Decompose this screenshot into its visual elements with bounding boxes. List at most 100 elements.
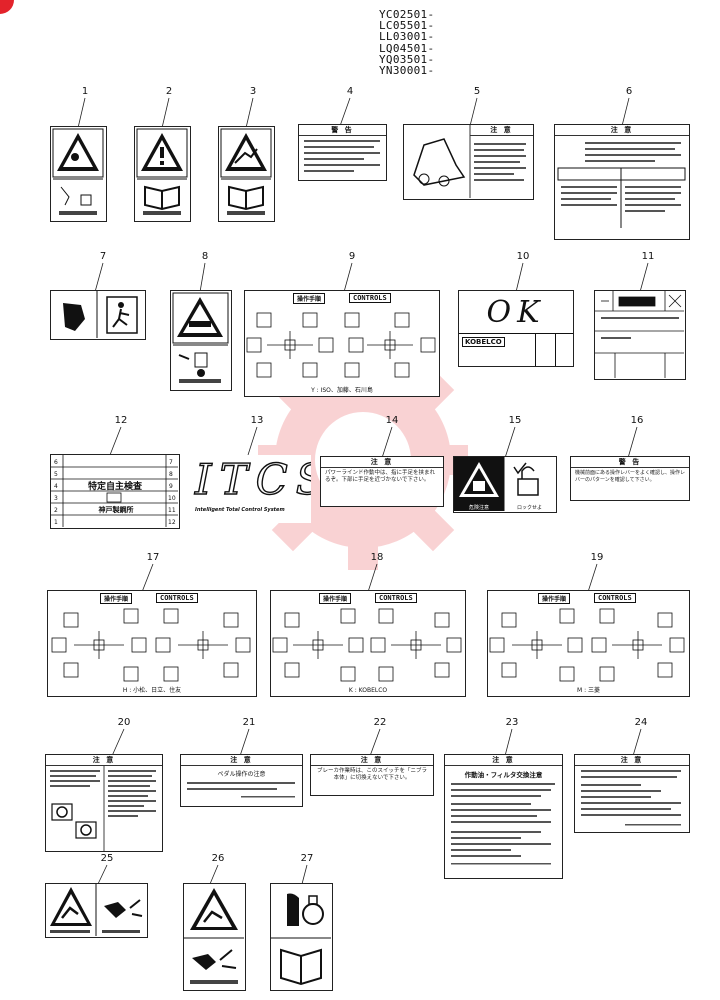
decal-20-caution: 注 意 bbox=[45, 754, 163, 852]
controls-header-en: CONTROLS bbox=[156, 593, 198, 603]
callout-number: 16 bbox=[630, 415, 644, 426]
decal-17-controls: 操作手順 CONTROLS H : 小松、日立、住友 bbox=[47, 590, 257, 697]
ok-mark: OK bbox=[486, 295, 546, 330]
decal-14-caution: 注 意 パワーラインド作動中は、指に手足を挟まれるぞ。下部に手足を近づかないで下… bbox=[320, 456, 444, 507]
decal-body: ブレーカ作業時は、このスイッチを「ニブラ本体」に切換えないで下さい。 bbox=[316, 768, 427, 781]
inspection-footer: 神戸製鋼所 bbox=[98, 506, 134, 514]
svg-text:3: 3 bbox=[54, 495, 58, 502]
lock-caption-right: ロックせよ bbox=[516, 505, 542, 511]
decal-9-controls: 操作手順 CONTROLS Y : ISO、加藤、石川島 bbox=[244, 290, 440, 397]
callout-number: 12 bbox=[114, 415, 128, 426]
callout-number: 20 bbox=[117, 717, 131, 728]
decal-body: 機械前面にある操作レバーをよく確認し、操作レバーのパターンを確認して下さい。 bbox=[575, 470, 686, 483]
decal-22-caution: 注 意 ブレーカ作業時は、このスイッチを「ニブラ本体」に切換えないで下さい。 bbox=[310, 754, 434, 796]
decal-8-warning bbox=[170, 290, 232, 391]
decal-25-warning bbox=[45, 883, 148, 938]
decal-21-caution: 注 意 ペダル操作の注意 bbox=[180, 754, 303, 807]
tag-form-graphic bbox=[595, 291, 684, 378]
decal-19-controls: 操作手順 CONTROLS M : 三菱 bbox=[487, 590, 690, 697]
callout-number: 24 bbox=[634, 717, 648, 728]
decal-16-warning: 警 告 機械前面にある操作レバーをよく確認し、操作レバーのパターンを確認して下さ… bbox=[570, 456, 690, 501]
controls-header-jp: 操作手順 bbox=[100, 593, 133, 604]
callout-number: 18 bbox=[370, 552, 384, 563]
decal-5-caution: 注 意 bbox=[403, 124, 534, 200]
svg-text:10: 10 bbox=[168, 495, 176, 502]
emergency-exit-icon bbox=[63, 291, 138, 338]
svg-text:4: 4 bbox=[54, 483, 58, 490]
text-lines bbox=[451, 783, 555, 865]
serial-number: YC02501- bbox=[379, 8, 435, 21]
hazard-crush-icon bbox=[52, 128, 104, 215]
text-lines bbox=[187, 782, 295, 798]
decal-7-exit bbox=[50, 290, 146, 340]
decal-body: 作動油・フィルタ交換注意 bbox=[464, 771, 543, 779]
decal-27-manual bbox=[270, 883, 333, 991]
serial-number: YN30001- bbox=[379, 64, 435, 78]
decal-10-ok: OK KOBELCO bbox=[458, 290, 574, 367]
callout-number: 2 bbox=[165, 86, 173, 97]
callout-number: 4 bbox=[346, 86, 354, 97]
controls-header-en: CONTROLS bbox=[594, 593, 636, 603]
controls-header-jp: 操作手順 bbox=[538, 593, 571, 604]
hazard-fall-icon bbox=[172, 292, 229, 383]
svg-text:12: 12 bbox=[168, 519, 176, 526]
decal-header: 警 告 bbox=[571, 457, 689, 468]
svg-text:5: 5 bbox=[54, 471, 58, 478]
decal-18-controls: 操作手順 CONTROLS K : KOBELCO bbox=[270, 590, 466, 697]
svg-text:1: 1 bbox=[54, 519, 58, 526]
decal-body: パワーラインド作動中は、指に手足を挟まれるぞ。下部に手足を近づかないで下さい。 bbox=[325, 470, 436, 483]
decal-11-tag bbox=[594, 290, 686, 380]
controls-header-jp: 操作手順 bbox=[319, 593, 352, 604]
kobelco-brand: KOBELCO bbox=[462, 337, 505, 347]
decal-header: 注 意 bbox=[555, 125, 689, 136]
callout-number: 17 bbox=[146, 552, 160, 563]
hazard-crush-icon bbox=[184, 888, 244, 984]
decal-2-warning bbox=[134, 126, 191, 222]
itcs-logo: ITCS bbox=[194, 455, 311, 504]
hazard-crush-icon bbox=[50, 884, 143, 936]
control-pattern-diagram bbox=[246, 312, 436, 378]
callout-number: 21 bbox=[242, 717, 256, 728]
valve-diagram bbox=[50, 766, 156, 851]
callout-number: 13 bbox=[250, 415, 264, 426]
controls-caption: H : 小松、日立、住友 bbox=[122, 687, 182, 694]
callout-number: 27 bbox=[300, 853, 314, 864]
text-lines bbox=[304, 140, 380, 172]
decal-23-caution: 注 意 作動油・フィルタ交換注意 bbox=[444, 754, 563, 879]
callout-number: 11 bbox=[641, 251, 655, 262]
callout-number: 14 bbox=[385, 415, 399, 426]
svg-text:2: 2 bbox=[54, 507, 58, 514]
callout-number: 23 bbox=[505, 717, 519, 728]
controls-caption: M : 三菱 bbox=[576, 687, 600, 694]
serial-number: LQ04501- bbox=[379, 41, 435, 55]
callout-number: 26 bbox=[211, 853, 225, 864]
svg-text:6: 6 bbox=[54, 459, 58, 466]
controls-header-jp: 操作手順 bbox=[293, 293, 326, 304]
read-manual-icon bbox=[136, 128, 188, 215]
controls-header-en: CONTROLS bbox=[349, 293, 391, 303]
callout-number: 7 bbox=[99, 251, 107, 262]
decal-6-caution: 注 意 bbox=[554, 124, 690, 240]
callout-number: 1 bbox=[81, 86, 89, 97]
callout-number: 5 bbox=[473, 86, 481, 97]
controls-caption: K : KOBELCO bbox=[348, 687, 388, 694]
decal-26-warning bbox=[183, 883, 246, 991]
decal-header: 警 告 bbox=[299, 125, 386, 136]
decal-header: 注 意 bbox=[445, 755, 562, 766]
decal-header: 注 意 bbox=[311, 755, 433, 766]
callout-number: 10 bbox=[516, 251, 530, 262]
inspection-title: 特定自主検査 bbox=[87, 482, 142, 492]
decal-header: 注 意 bbox=[575, 755, 689, 766]
decal-3-warning bbox=[218, 126, 275, 222]
serial-number: YQ03501- bbox=[379, 52, 435, 66]
decal-4-caution: 警 告 bbox=[298, 124, 387, 181]
control-pattern-diagram bbox=[51, 608, 251, 682]
control-pattern-diagram bbox=[489, 608, 685, 682]
callout-number: 6 bbox=[625, 86, 633, 97]
decal-header: 注 意 bbox=[470, 125, 533, 136]
caution-table-graphic bbox=[557, 142, 686, 228]
decal-13-itcs: ITCS Intelligent Total Control System bbox=[191, 455, 311, 523]
callout-number: 19 bbox=[590, 552, 604, 563]
